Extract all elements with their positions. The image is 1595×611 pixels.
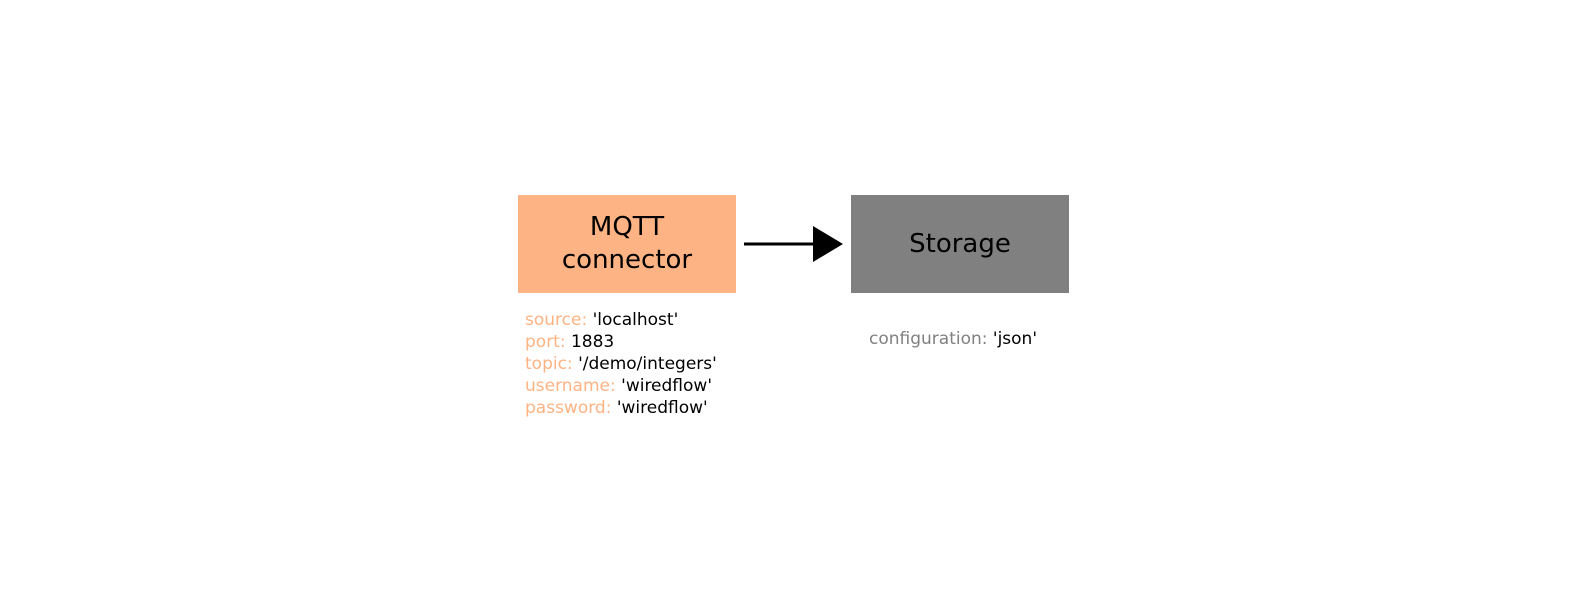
- property-row-password: password: 'wiredflow': [525, 397, 717, 419]
- flow-arrow-head: [813, 226, 843, 262]
- property-row-source: source: 'localhost': [525, 309, 717, 331]
- property-key: topic:: [525, 354, 573, 374]
- property-value: 'wiredflow': [616, 398, 708, 418]
- property-row-port: port: 1883: [525, 331, 717, 353]
- property-value: 1883: [570, 332, 615, 352]
- property-row-configuration: configuration: 'json': [869, 328, 1037, 350]
- storage-node: Storage: [851, 195, 1069, 293]
- flow-arrow: [744, 226, 843, 262]
- property-key: source:: [525, 310, 588, 330]
- storage-title: Storage: [909, 228, 1011, 259]
- property-key: username:: [525, 376, 616, 396]
- mqtt-connector-title: MQTT connector: [561, 212, 693, 275]
- property-value: 'wiredflow': [621, 376, 712, 396]
- property-value: 'json': [992, 329, 1038, 349]
- property-value: '/demo/integers': [578, 354, 717, 374]
- storage-properties: configuration: 'json': [869, 328, 1037, 350]
- mqtt-connector-properties: source: 'localhost' port: 1883 topic: '/…: [525, 309, 717, 419]
- property-key: password:: [525, 398, 612, 418]
- property-key: port:: [525, 332, 566, 352]
- property-key: configuration:: [869, 329, 988, 349]
- property-value: 'localhost': [592, 310, 679, 330]
- property-row-topic: topic: '/demo/integers': [525, 353, 717, 375]
- property-row-username: username: 'wiredflow': [525, 375, 717, 397]
- mqtt-connector-node: MQTT connector: [518, 195, 736, 293]
